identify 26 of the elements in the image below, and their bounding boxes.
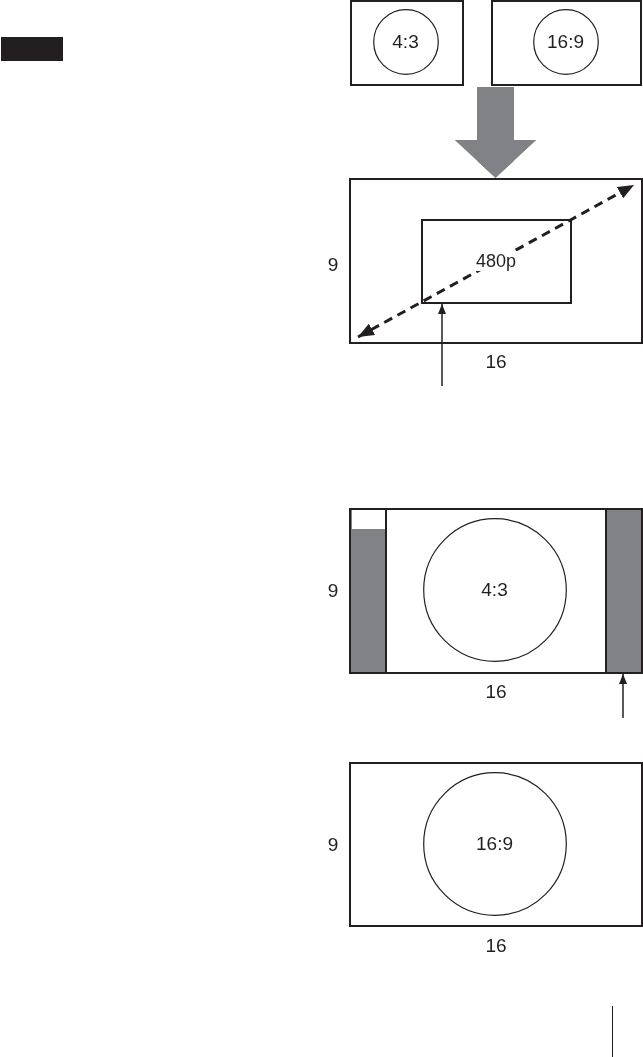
resolution-label: 480p: [473, 251, 518, 271]
screen-frame: [349, 762, 643, 927]
ratio-label: 16:9: [476, 834, 513, 853]
leader-line: [619, 673, 627, 719]
dimension-label: 9: [327, 580, 339, 600]
inner-frame: [420, 218, 572, 304]
ratio-label: 4:3: [481, 580, 508, 599]
leader-line: [438, 303, 446, 387]
ratio-label: 4:3: [392, 32, 419, 51]
dimension-label: 16: [485, 351, 507, 371]
block-arrow: [493, 87, 537, 178]
dimension-label: 16: [485, 681, 507, 701]
aspect-circle: [372, 8, 439, 75]
aspect-circle: [422, 517, 567, 662]
aspect-circle: [532, 8, 599, 75]
screen-frame: [491, 0, 642, 86]
side-bar: [604, 507, 643, 674]
screen-frame: [349, 508, 643, 674]
side-bar: [348, 507, 387, 674]
dimension-label: 9: [327, 834, 339, 854]
screen-frame: [350, 0, 464, 86]
ratio-label: 16:9: [547, 32, 584, 51]
dimension-label: 16: [485, 935, 507, 955]
block-arrow: [454, 87, 498, 178]
dimension-label: 9: [327, 254, 339, 274]
aspect-circle: [422, 771, 567, 916]
